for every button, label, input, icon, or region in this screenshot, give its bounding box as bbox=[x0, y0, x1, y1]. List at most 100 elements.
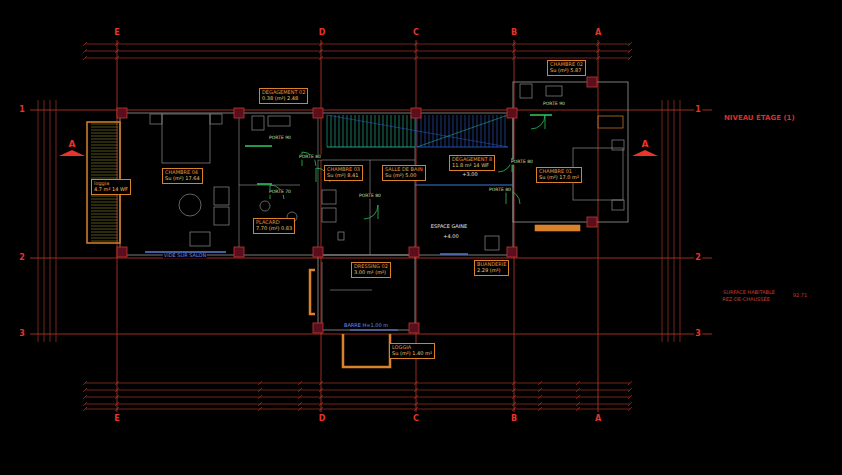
section-label: A bbox=[68, 140, 77, 149]
loggia-hatch bbox=[91, 175, 118, 176]
structural-column bbox=[409, 323, 419, 333]
partition-wall bbox=[239, 185, 300, 186]
dimension-tick bbox=[596, 42, 600, 46]
plan-annotation: PORTE 80 bbox=[358, 194, 382, 199]
room-area: Su (m²) 5.00 bbox=[385, 173, 423, 179]
partition-wall bbox=[370, 160, 371, 255]
plan-annotation: +3.00 bbox=[461, 172, 478, 177]
plan-annotation: SURFACE HABITABLE bbox=[722, 290, 776, 295]
dimension-tick bbox=[512, 395, 516, 399]
furniture-symbol bbox=[520, 84, 532, 98]
wall-outline bbox=[513, 82, 628, 222]
loggia-hatch bbox=[91, 160, 118, 161]
dimension-line bbox=[662, 100, 663, 342]
dimension-tick bbox=[512, 407, 516, 411]
window-symbol bbox=[440, 253, 468, 254]
loggia-hatch bbox=[91, 133, 118, 134]
stair-step bbox=[461, 115, 462, 147]
dimension-tick bbox=[414, 381, 418, 385]
dimension-tick bbox=[596, 56, 600, 60]
dimension-tick bbox=[115, 395, 119, 399]
dimension-tick bbox=[83, 381, 87, 385]
shower-symbol bbox=[322, 190, 336, 204]
dimension-tick bbox=[512, 49, 516, 53]
loggia-hatch bbox=[91, 124, 118, 125]
dimension-tick bbox=[538, 402, 542, 406]
dimension-tick bbox=[414, 407, 418, 411]
partition-wall bbox=[318, 160, 415, 161]
dimension-tick bbox=[319, 402, 323, 406]
structural-column bbox=[313, 247, 323, 257]
structural-column bbox=[313, 323, 323, 333]
structural-column bbox=[234, 247, 244, 257]
dimension-tick bbox=[414, 388, 418, 392]
room-label-box: CHAMBRE 02Su (m²) 5.87 bbox=[547, 60, 586, 76]
room-label-box: LOGGIASu (m²) 1.40 m² bbox=[389, 343, 435, 359]
structural-column bbox=[313, 108, 323, 118]
stair-step bbox=[449, 115, 450, 147]
dimension-tick bbox=[576, 388, 580, 392]
stair-step bbox=[429, 115, 430, 147]
structural-column bbox=[507, 247, 517, 257]
stair-step bbox=[457, 115, 458, 147]
dimension-tick bbox=[258, 395, 262, 399]
loggia-hatch bbox=[91, 127, 118, 128]
dimension-tick bbox=[628, 407, 632, 411]
stair-step bbox=[351, 115, 352, 147]
grid-label: 3 bbox=[694, 330, 702, 338]
dimension-tick bbox=[319, 381, 323, 385]
dimension-tick bbox=[319, 407, 323, 411]
grid-label: B bbox=[510, 29, 518, 37]
dimension-tick bbox=[538, 388, 542, 392]
room-area: Su (m²) 17.0 m² bbox=[539, 175, 579, 181]
room-area: 3.00 m² (m²) bbox=[354, 270, 388, 276]
dimension-tick bbox=[576, 395, 580, 399]
dimension-tick bbox=[628, 388, 632, 392]
stair-step bbox=[335, 115, 336, 147]
chair-symbol bbox=[214, 207, 229, 225]
room-area: Su (m²) 17.64 bbox=[165, 176, 200, 182]
grid-label: 1 bbox=[694, 106, 702, 114]
dimension-tick bbox=[414, 402, 418, 406]
dimension-tick bbox=[414, 42, 418, 46]
door-swing bbox=[364, 205, 378, 219]
grid-label: C bbox=[412, 415, 420, 423]
dimension-tick bbox=[298, 407, 302, 411]
dimension-tick bbox=[83, 49, 87, 53]
grid-label: 1 bbox=[18, 106, 26, 114]
stair-step bbox=[477, 115, 478, 147]
stair-step bbox=[473, 115, 474, 147]
plan-annotation: +4.00 bbox=[442, 234, 459, 239]
window-symbol bbox=[245, 145, 272, 147]
dimension-tick bbox=[298, 402, 302, 406]
plan-annotation: 92.71 bbox=[792, 293, 808, 298]
dimension-tick bbox=[628, 42, 632, 46]
loggia-hatch bbox=[91, 151, 118, 152]
grid-axis bbox=[598, 40, 599, 412]
grid-axis bbox=[30, 334, 712, 335]
loggia-outline bbox=[343, 334, 390, 367]
loggia-hatch bbox=[91, 217, 118, 218]
loggia-hatch bbox=[91, 136, 118, 137]
dimension-tick bbox=[115, 42, 119, 46]
stair-step bbox=[379, 115, 380, 147]
stair-edge bbox=[327, 147, 415, 148]
dimension-tick bbox=[258, 407, 262, 411]
partition-wall bbox=[415, 147, 416, 255]
loggia-hatch bbox=[91, 154, 118, 155]
loggia-hatch bbox=[91, 166, 118, 167]
dimension-tick bbox=[414, 395, 418, 399]
stair-step bbox=[375, 115, 376, 147]
dimension-tick bbox=[538, 407, 542, 411]
dimension-tick bbox=[298, 388, 302, 392]
furniture-symbol bbox=[338, 232, 344, 240]
dimension-tick bbox=[115, 407, 119, 411]
room-area: Su (m²) 8.41 bbox=[327, 173, 360, 179]
room-label-box: PLACARD7.70 (m²) 0.83 bbox=[253, 218, 295, 234]
dimension-tick bbox=[115, 49, 119, 53]
stair-step bbox=[363, 115, 364, 147]
stair-step bbox=[425, 115, 426, 147]
stair-step bbox=[347, 115, 348, 147]
stair-step bbox=[493, 115, 494, 147]
dimension-tick bbox=[414, 49, 418, 53]
